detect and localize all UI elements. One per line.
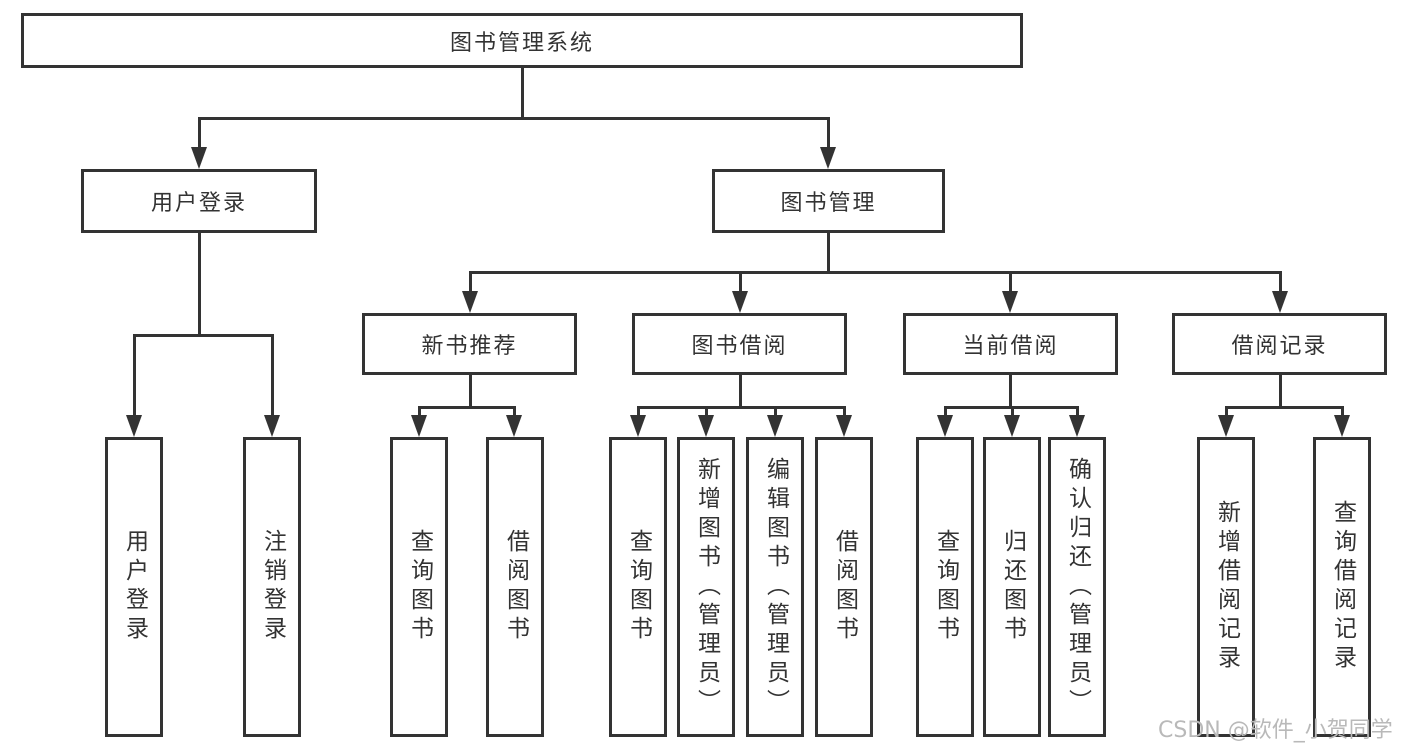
arrow-down-icon bbox=[462, 291, 478, 313]
leaf-br-query-record-label: 查询借阅记录 bbox=[1329, 500, 1356, 674]
arrow-down-icon bbox=[411, 415, 427, 437]
node-current-borrow: 当前借阅 bbox=[903, 313, 1118, 375]
connector-line bbox=[418, 406, 516, 409]
connector-line bbox=[198, 117, 830, 120]
connector-line bbox=[198, 233, 201, 336]
connector-line bbox=[1076, 406, 1079, 420]
leaf-user-login: 用户登录 bbox=[105, 437, 163, 737]
leaf-cb-return-books-label: 归还图书 bbox=[999, 529, 1026, 645]
leaf-cb-query-books-label: 查询图书 bbox=[932, 529, 959, 645]
leaf-nbr-query-books: 查询图书 bbox=[390, 437, 448, 737]
arrow-down-icon bbox=[264, 415, 280, 437]
leaf-nbr-borrow-books: 借阅图书 bbox=[486, 437, 544, 737]
connector-line bbox=[133, 334, 274, 337]
connector-line bbox=[1341, 406, 1344, 420]
connector-line bbox=[469, 271, 472, 293]
leaf-bb-query-books-label: 查询图书 bbox=[625, 529, 652, 645]
connector-line bbox=[774, 406, 777, 420]
connector-line bbox=[1225, 406, 1228, 420]
connector-line bbox=[637, 406, 845, 409]
leaf-bb-add-books-admin-label: 新增图书（管理员） bbox=[693, 456, 720, 718]
arrow-down-icon bbox=[937, 415, 953, 437]
connector-line bbox=[1009, 375, 1012, 408]
connector-line bbox=[133, 334, 136, 419]
leaf-br-add-record: 新增借阅记录 bbox=[1197, 437, 1255, 737]
arrow-down-icon bbox=[1004, 415, 1020, 437]
node-new-book-recommend-label: 新书推荐 bbox=[421, 334, 518, 359]
node-book-management-label: 图书管理 bbox=[780, 191, 877, 216]
arrow-down-icon bbox=[506, 415, 522, 437]
arrow-down-icon bbox=[767, 415, 783, 437]
leaf-nbr-query-books-label: 查询图书 bbox=[406, 529, 433, 645]
connector-line bbox=[1009, 271, 1012, 293]
node-borrow-records: 借阅记录 bbox=[1172, 313, 1387, 375]
connector-line bbox=[843, 406, 846, 420]
arrow-down-icon bbox=[1002, 291, 1018, 313]
connector-line bbox=[469, 271, 1281, 274]
leaf-logout: 注销登录 bbox=[243, 437, 301, 737]
node-user-login: 用户登录 bbox=[81, 169, 317, 233]
connector-line bbox=[469, 375, 472, 408]
node-book-management: 图书管理 bbox=[712, 169, 945, 233]
connector-line bbox=[739, 271, 742, 293]
connector-line bbox=[271, 334, 274, 419]
connector-line bbox=[827, 233, 830, 273]
leaf-bb-edit-books-admin-label: 编辑图书（管理员） bbox=[762, 456, 789, 718]
arrow-down-icon bbox=[1218, 415, 1234, 437]
node-root-label: 图书管理系统 bbox=[449, 30, 594, 56]
arrow-down-icon bbox=[1334, 415, 1350, 437]
leaf-br-add-record-label: 新增借阅记录 bbox=[1213, 500, 1240, 674]
connector-line bbox=[513, 406, 516, 420]
connector-line bbox=[705, 406, 708, 420]
connector-line bbox=[521, 68, 524, 119]
node-book-borrow: 图书借阅 bbox=[632, 313, 847, 375]
node-current-borrow-label: 当前借阅 bbox=[962, 334, 1059, 359]
connector-line bbox=[1011, 406, 1014, 420]
leaf-bb-add-books-admin: 新增图书（管理员） bbox=[677, 437, 735, 737]
leaf-cb-return-books: 归还图书 bbox=[983, 437, 1041, 737]
csdn-watermark: CSDN @软件_小贺同学 bbox=[1158, 718, 1393, 743]
arrow-down-icon bbox=[732, 291, 748, 313]
arrow-down-icon bbox=[1272, 291, 1288, 313]
leaf-nbr-borrow-books-label: 借阅图书 bbox=[502, 529, 529, 645]
arrow-down-icon bbox=[1069, 415, 1085, 437]
leaf-bb-borrow-books-label: 借阅图书 bbox=[831, 529, 858, 645]
leaf-bb-borrow-books: 借阅图书 bbox=[815, 437, 873, 737]
arrow-down-icon bbox=[698, 415, 714, 437]
connector-line bbox=[1279, 375, 1282, 408]
connector-line bbox=[739, 375, 742, 408]
leaf-cb-confirm-return-admin-label: 确认归还（管理员） bbox=[1064, 456, 1091, 718]
node-user-login-label: 用户登录 bbox=[150, 191, 247, 216]
node-book-borrow-label: 图书借阅 bbox=[691, 334, 788, 359]
arrow-down-icon bbox=[630, 415, 646, 437]
node-root: 图书管理系统 bbox=[21, 13, 1023, 68]
leaf-bb-query-books: 查询图书 bbox=[609, 437, 667, 737]
leaf-logout-label: 注销登录 bbox=[259, 529, 286, 645]
leaf-cb-confirm-return-admin: 确认归还（管理员） bbox=[1048, 437, 1106, 737]
connector-line bbox=[944, 406, 947, 420]
leaf-bb-edit-books-admin: 编辑图书（管理员） bbox=[746, 437, 804, 737]
connector-line bbox=[198, 117, 201, 150]
connector-line bbox=[418, 406, 421, 420]
node-new-book-recommend: 新书推荐 bbox=[362, 313, 577, 375]
connector-line bbox=[1225, 406, 1343, 409]
arrow-down-icon bbox=[820, 147, 836, 169]
arrow-down-icon bbox=[836, 415, 852, 437]
arrow-down-icon bbox=[191, 147, 207, 169]
connector-line bbox=[637, 406, 640, 420]
leaf-cb-query-books: 查询图书 bbox=[916, 437, 974, 737]
connector-line bbox=[1279, 271, 1282, 293]
leaf-user-login-label: 用户登录 bbox=[121, 529, 148, 645]
leaf-br-query-record: 查询借阅记录 bbox=[1313, 437, 1371, 737]
connector-line bbox=[827, 117, 830, 150]
arrow-down-icon bbox=[126, 415, 142, 437]
node-borrow-records-label: 借阅记录 bbox=[1231, 334, 1328, 359]
